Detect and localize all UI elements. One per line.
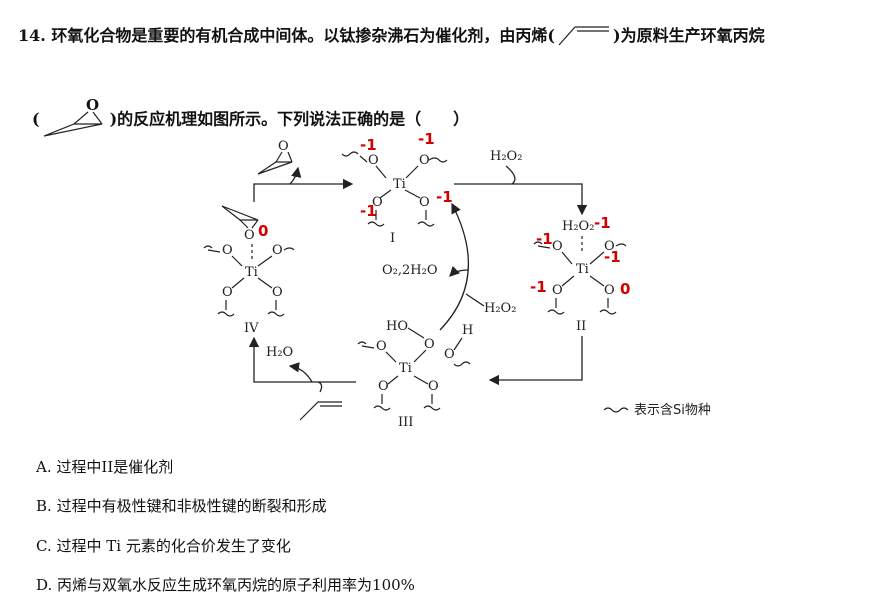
propylene-oxide-product-icon <box>257 161 293 175</box>
o2-2h2o-label: O₂,2H₂O <box>382 263 437 278</box>
h2o-product-label: H₂O <box>266 345 293 360</box>
o-label: O <box>552 239 563 254</box>
species-label-IV: IV <box>244 321 259 336</box>
species-label-III: III <box>398 415 413 428</box>
arrow-iii-to-i <box>439 202 469 331</box>
ti-label: Ti <box>393 177 406 192</box>
oxidation-mark: -1 <box>418 130 435 148</box>
question-text-2-start: ( <box>32 109 40 129</box>
oxidation-mark: -1 <box>360 136 377 154</box>
ho-label: HO <box>386 319 408 334</box>
ti-label: Ti <box>576 262 589 277</box>
o-label: O <box>376 339 387 354</box>
question-text-1: 环氧化合物是重要的有机合成中间体。以钛掺杂沸石为催化剂，由丙烯( <box>51 26 555 45</box>
question-text-1-end: )为原料生产环氧丙烷 <box>613 26 765 45</box>
oxidation-mark: -1 <box>436 188 453 206</box>
option-letter: C. <box>36 537 52 555</box>
o-label: O <box>222 243 233 258</box>
question-stem-line-2: ( O )的反应机理如图所示。下列说法正确的是（ ） <box>32 96 469 144</box>
oxidation-mark: 0 <box>620 280 630 298</box>
arrow-i-to-ii <box>454 183 588 216</box>
option-letter: A. <box>36 458 52 476</box>
ti-label: Ti <box>399 361 412 376</box>
option-d[interactable]: D. 丙烯与双氧水反应生成环氧丙烷的原子利用率为100% <box>36 574 415 595</box>
propene-reagent-icon <box>299 401 342 421</box>
oxidation-mark: -1 <box>360 202 377 220</box>
o-label: O <box>272 285 283 300</box>
o-label: O <box>604 283 615 298</box>
o-label: O <box>368 153 379 168</box>
species-label-II: II <box>576 319 586 334</box>
question-number: 14. <box>18 26 46 45</box>
propylene-oxide-structure-icon: O <box>40 96 110 144</box>
o-label: O <box>278 139 289 154</box>
h2o2-reagent-label: H₂O₂ <box>490 149 522 164</box>
option-a[interactable]: A. 过程中II是催化剂 <box>36 456 173 477</box>
question-stem-line-1: 14. 环氧化合物是重要的有机合成中间体。以钛掺杂沸石为催化剂，由丙烯( )为原料… <box>18 22 765 51</box>
o-label: O <box>424 337 435 352</box>
svg-text:O: O <box>86 96 99 114</box>
o-label: O <box>428 379 439 394</box>
o-label: O <box>272 243 283 258</box>
h-label: H <box>462 323 473 338</box>
oxidation-mark: -1 <box>530 278 547 296</box>
option-text: 过程中II是催化剂 <box>56 458 174 476</box>
option-text: 过程中 Ti 元素的化合价发生了变化 <box>56 537 291 555</box>
o-label: O <box>419 153 430 168</box>
arrow-ii-to-iii <box>488 336 583 386</box>
o-label: O <box>222 285 233 300</box>
o-label: O <box>604 239 615 254</box>
option-b[interactable]: B. 过程中有极性键和非极性键的断裂和形成 <box>36 495 327 516</box>
oxidation-mark: -1 <box>594 214 611 232</box>
option-c[interactable]: C. 过程中 Ti 元素的化合价发生了变化 <box>36 535 291 556</box>
o-label: O <box>419 195 430 210</box>
ti-label: Ti <box>245 265 258 280</box>
o-label: O <box>378 379 389 394</box>
species-label-I: I <box>390 231 395 246</box>
species-III: HO O H O Ti O O O III <box>357 319 473 428</box>
arrow-iv-to-i <box>253 178 354 202</box>
legend-text: 表示含Si物种 <box>634 402 711 418</box>
species-I: Ti O O O O I -1 -1 -1 -1 <box>341 130 453 246</box>
o-label: O <box>444 347 455 362</box>
oxidation-mark: -1 <box>536 230 553 248</box>
h2o2-label: H₂O₂ <box>562 219 594 234</box>
arrow-iii-to-iv <box>248 336 356 383</box>
propene-structure-icon <box>555 23 613 51</box>
option-text: 丙烯与双氧水反应生成环氧丙烷的原子利用率为100% <box>57 576 415 594</box>
option-letter: B. <box>36 497 52 515</box>
si-species-wavy-icon <box>603 407 629 413</box>
o-label: O <box>244 228 255 243</box>
o-label: O <box>552 283 563 298</box>
oxidation-mark: 0 <box>258 222 268 240</box>
option-letter: D. <box>36 576 53 594</box>
oxidation-mark: -1 <box>604 248 621 266</box>
h2o2-reagent-label: H₂O₂ <box>484 301 516 316</box>
species-II: H₂O₂ -1 Ti O O O O II -1 -1 -1 0 <box>530 214 630 334</box>
reaction-mechanism-figure: Ti O O O O I -1 -1 -1 -1 O 0 Ti O O O O … <box>200 128 772 428</box>
option-text: 过程中有极性键和非极性键的断裂和形成 <box>56 497 327 515</box>
species-IV: O 0 Ti O O O O IV <box>203 205 295 336</box>
o-label: O <box>372 195 383 210</box>
question-text-2: )的反应机理如图所示。下列说法正确的是（ ） <box>109 109 470 129</box>
